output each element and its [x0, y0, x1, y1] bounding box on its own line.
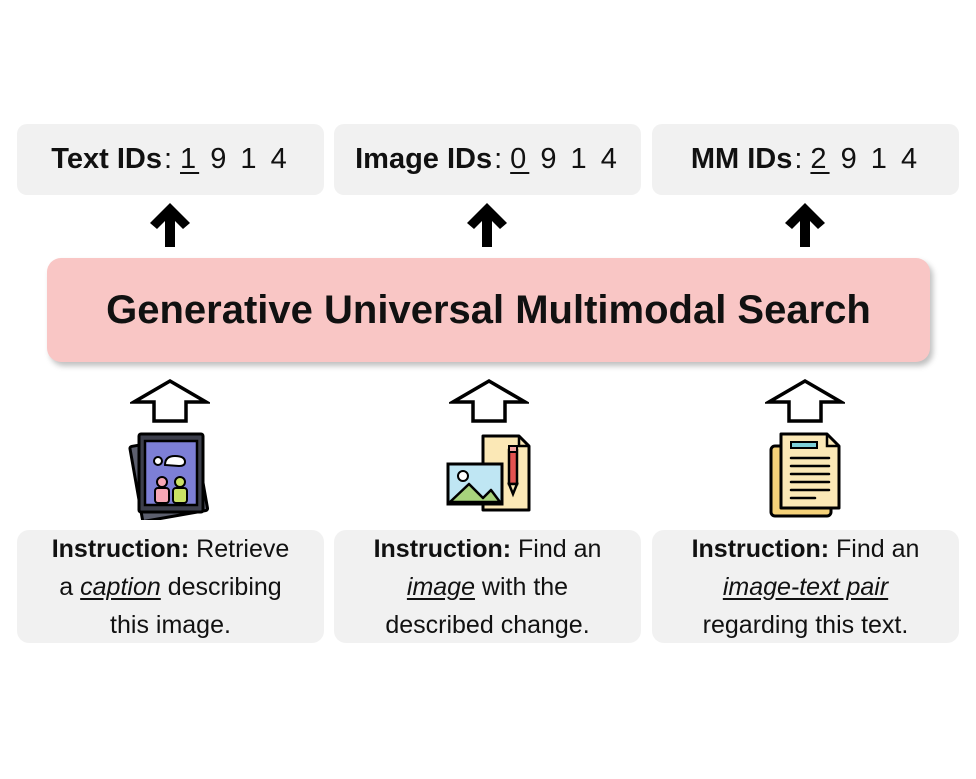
image-edit-icon: [446, 434, 531, 512]
text-ids-value: 1 9 1 4: [180, 143, 290, 175]
instruction-box-image: Instruction: Find an image with the desc…: [334, 530, 641, 643]
text-ids-label: Text IDs: [51, 143, 162, 175]
mm-ids-value: 2 9 1 4: [810, 143, 921, 175]
instruction-box-mm: Instruction: Find an image-text pair reg…: [652, 530, 959, 643]
instruction-keyword: image-text pair: [722, 572, 889, 601]
output-arrow-icon: [785, 203, 825, 247]
image-ids-value: 0 9 1 4: [510, 143, 620, 175]
input-arrow-icon: [130, 378, 210, 423]
input-arrow-icon: [765, 378, 845, 423]
instruction-keyword: caption: [80, 572, 161, 601]
input-arrow-icon: [449, 378, 529, 423]
mm-ids-label: MM IDs: [690, 143, 793, 175]
output-arrow-icon: [150, 203, 190, 247]
mm-ids-box: MM IDs: 2 9 1 4: [652, 124, 959, 195]
text-ids-box: Text IDs: 1 9 1 4: [17, 124, 324, 195]
model-title: Generative Universal Multimodal Search: [106, 287, 871, 332]
document-icon: [769, 432, 841, 518]
model-banner: Generative Universal Multimodal Search: [47, 258, 930, 362]
instruction-keyword: image: [406, 572, 475, 601]
output-arrow-icon: [467, 203, 507, 247]
photo-frame-icon: [128, 432, 210, 520]
image-ids-label: Image IDs: [355, 143, 493, 175]
instruction-box-text: Instruction: Retrieve a caption describi…: [17, 530, 324, 643]
image-ids-box: Image IDs: 0 9 1 4: [334, 124, 641, 195]
